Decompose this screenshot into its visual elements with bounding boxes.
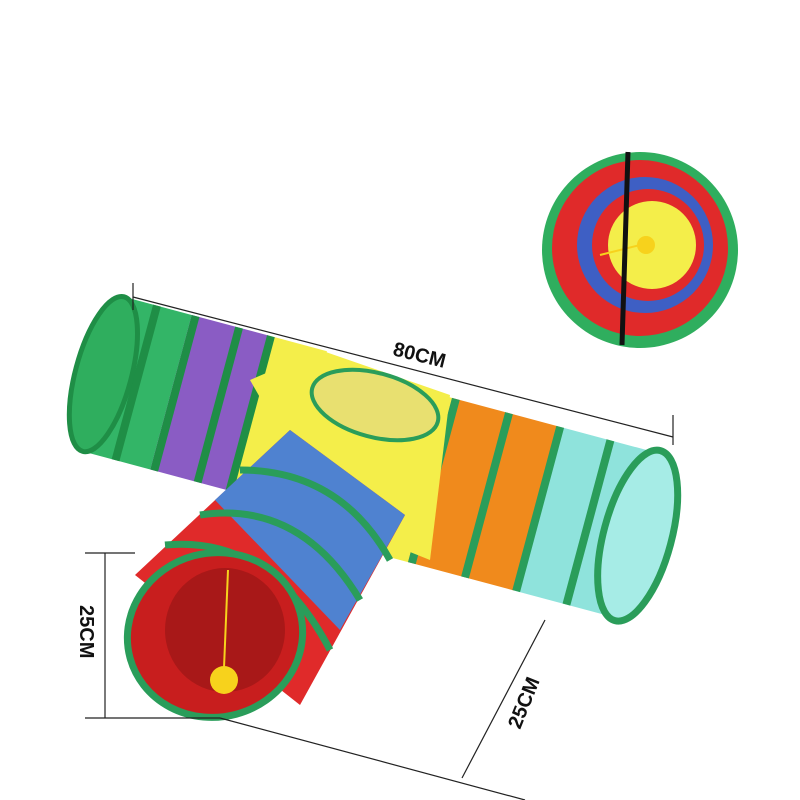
toy-ball: [210, 666, 238, 694]
top-opening: [309, 367, 441, 443]
dimension-lines: [85, 283, 674, 800]
length-label: 80CM: [391, 339, 448, 373]
front-tube: [123, 430, 405, 721]
height-label: 25CM: [75, 605, 97, 658]
folded-tunnel-inset: [542, 151, 738, 348]
width-label: 25CM: [504, 674, 544, 732]
